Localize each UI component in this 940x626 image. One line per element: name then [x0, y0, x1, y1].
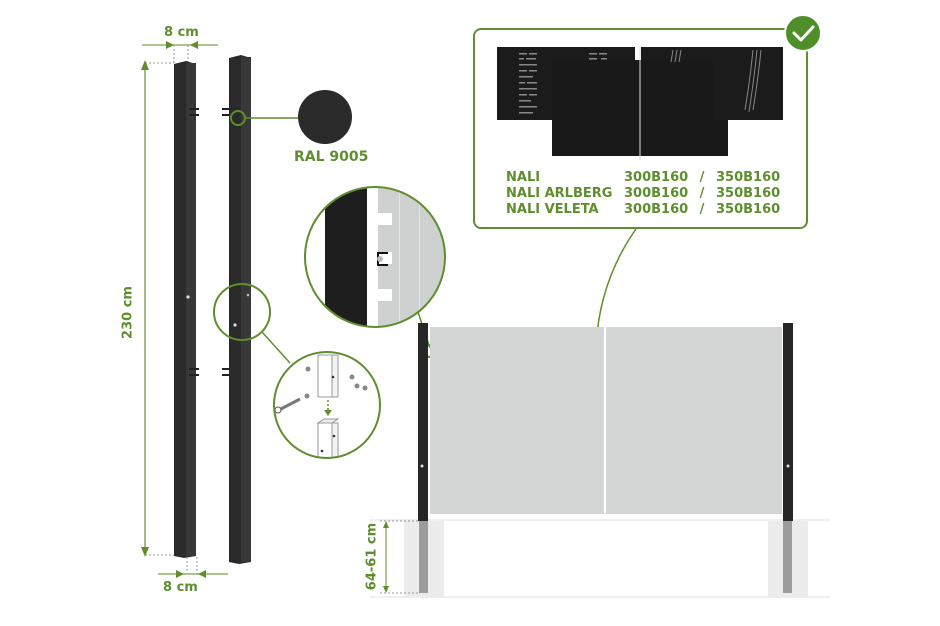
product-callout-box: [473, 14, 822, 352]
separator: /: [699, 170, 705, 185]
gate-leaf-right: [606, 327, 782, 514]
product-code-350: 350B160: [716, 202, 781, 217]
gate-assembly: [370, 323, 830, 598]
product-code-300: 300B160: [624, 202, 689, 217]
fence-post-left: [174, 61, 199, 558]
product-row: NALI 300B160 / 350B160: [506, 170, 780, 186]
height-label: 230 cm: [120, 286, 136, 339]
top-width-label: 8 cm: [164, 25, 199, 40]
separator: /: [699, 186, 705, 201]
ral-color-label: RAL 9005: [294, 149, 369, 165]
assembly-detail-magnifier: [213, 283, 381, 459]
color-swatch-circle: [298, 90, 352, 144]
product-code-300: 300B160: [624, 170, 689, 185]
height-dimension: [141, 60, 176, 557]
product-name: NALI: [506, 170, 541, 185]
separator: /: [699, 202, 705, 217]
product-code-350: 350B160: [716, 170, 781, 185]
embed-depth-label: 64-61 cm: [364, 522, 380, 591]
product-name: NALI VELETA: [506, 202, 599, 217]
top-width-dimension: [142, 41, 218, 63]
checkmark-icon: [784, 14, 822, 52]
product-code-table: NALI 300B160 / 350B160 NALI ARLBERG 300B…: [506, 170, 780, 218]
product-name: NALI ARLBERG: [506, 186, 613, 201]
gate-post-right: [783, 323, 793, 521]
product-code-350: 350B160: [716, 186, 781, 201]
gate-post-left: [418, 323, 428, 521]
product-row: NALI VELETA 300B160 / 350B160: [506, 202, 780, 218]
bottom-width-label: 8 cm: [163, 580, 198, 595]
gate-leaf-left: [430, 327, 604, 514]
bottom-width-dimension: [158, 557, 228, 578]
fence-post-right: [222, 55, 251, 564]
color-callout: [230, 90, 352, 144]
panel-variants-image: [497, 47, 783, 160]
product-row: NALI ARLBERG 300B160 / 350B160: [506, 186, 780, 202]
product-code-300: 300B160: [624, 186, 689, 201]
